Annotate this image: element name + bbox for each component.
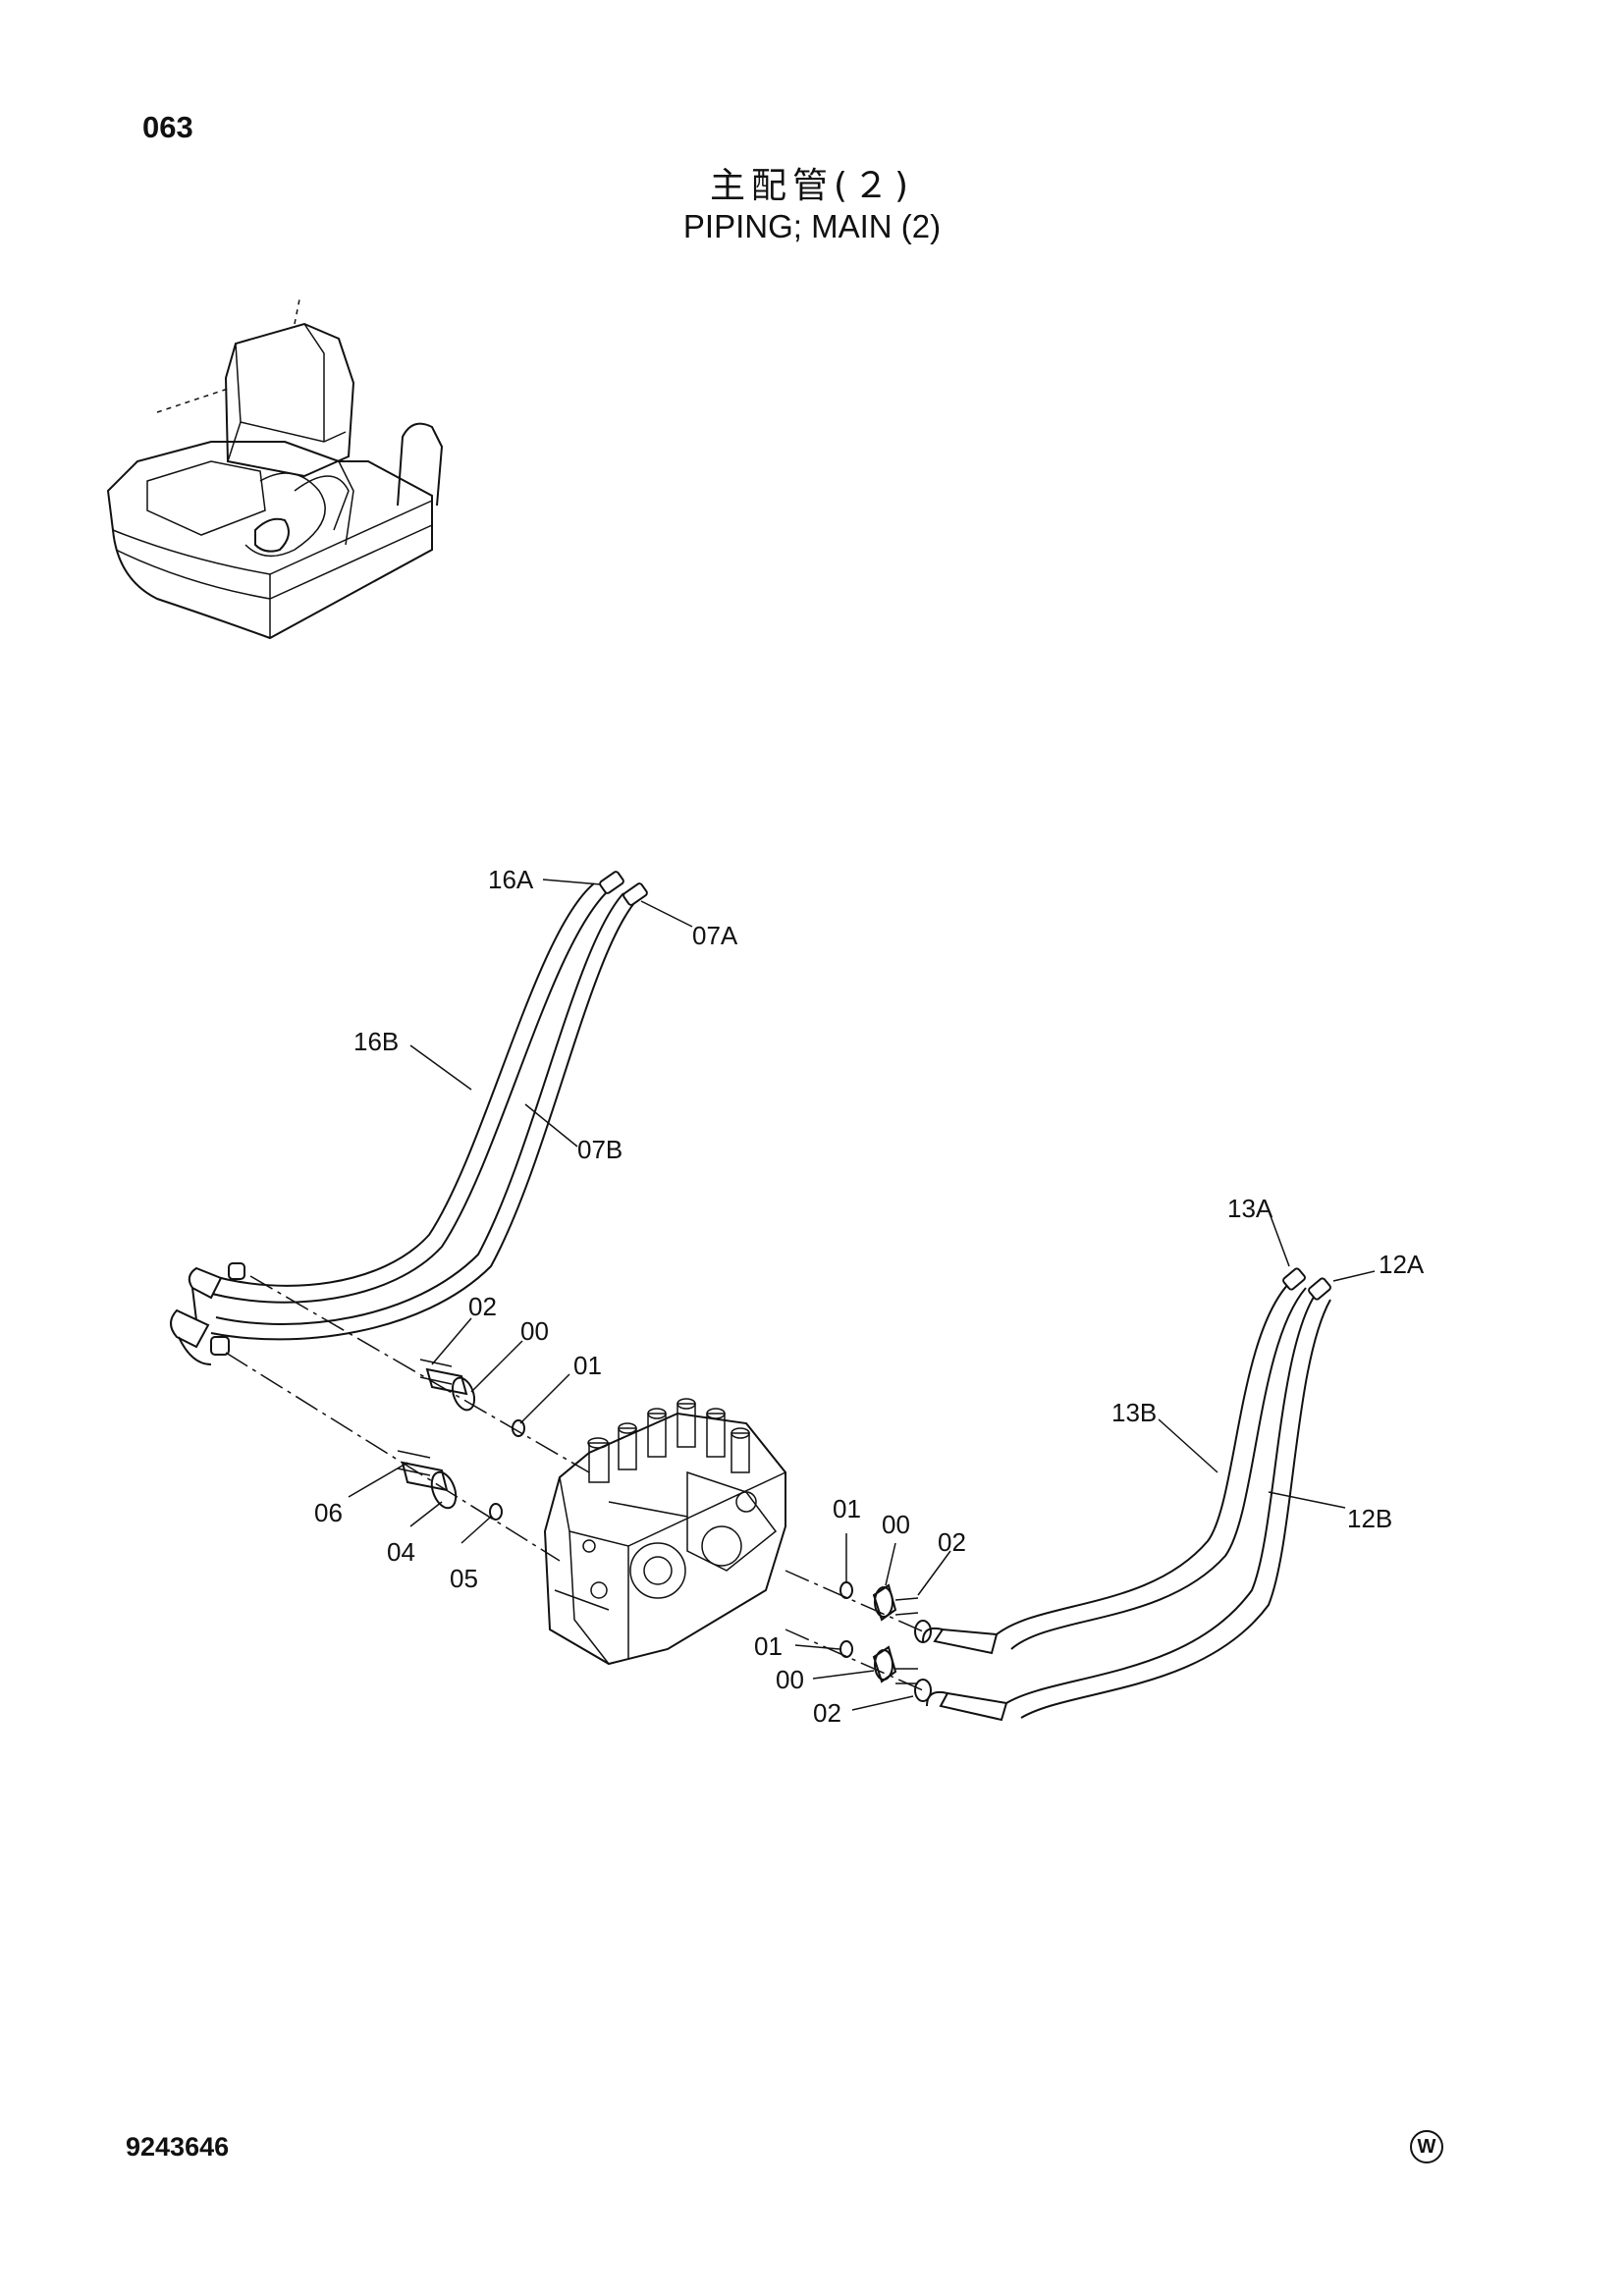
callout-16B: 16B: [353, 1027, 399, 1056]
callout-12A: 12A: [1379, 1250, 1425, 1279]
callout-00-left: 00: [520, 1316, 549, 1346]
callout-06: 06: [314, 1498, 343, 1527]
leader-lines: [348, 879, 1376, 1711]
document-number: 9243646: [126, 2132, 230, 2162]
assembly-center-lines: [225, 1275, 924, 1691]
callout-02-left: 02: [468, 1292, 497, 1321]
callout-02-right-top: 02: [938, 1527, 966, 1557]
right-flange-fittings: [839, 1581, 932, 1702]
left-flange-fittings: [397, 1359, 525, 1521]
hose-13-12-pair: [922, 1267, 1331, 1722]
callout-04: 04: [387, 1537, 415, 1567]
callout-13A: 13A: [1227, 1194, 1273, 1223]
callout-01-left: 01: [573, 1351, 602, 1380]
callout-labels: 16A 07A 16B 07B 13A 12A 13B 12B 02 00 01…: [314, 865, 1425, 1728]
callout-07B: 07B: [577, 1135, 623, 1164]
callout-00-right-bottom: 00: [776, 1665, 804, 1694]
control-valve-block: [543, 1398, 786, 1666]
hose-16-07-pair: [170, 871, 648, 1365]
callout-02-right-bottom: 02: [813, 1698, 841, 1728]
callout-16A: 16A: [488, 865, 534, 894]
machine-overview-illustration: [106, 298, 444, 640]
callout-00-right-top: 00: [882, 1510, 910, 1539]
callout-05: 05: [450, 1564, 478, 1593]
page-title-english: PIPING; MAIN (2): [682, 208, 942, 244]
page-number: 063: [142, 110, 193, 144]
callout-01-right-top: 01: [833, 1494, 861, 1523]
callout-01-right-bottom: 01: [754, 1631, 783, 1661]
page-title-japanese: 主配管(２): [709, 166, 915, 206]
callout-07A: 07A: [692, 921, 738, 950]
callout-12B: 12B: [1347, 1504, 1392, 1533]
maker-logo-mark: W: [1410, 2130, 1443, 2163]
callout-13B: 13B: [1111, 1398, 1157, 1427]
